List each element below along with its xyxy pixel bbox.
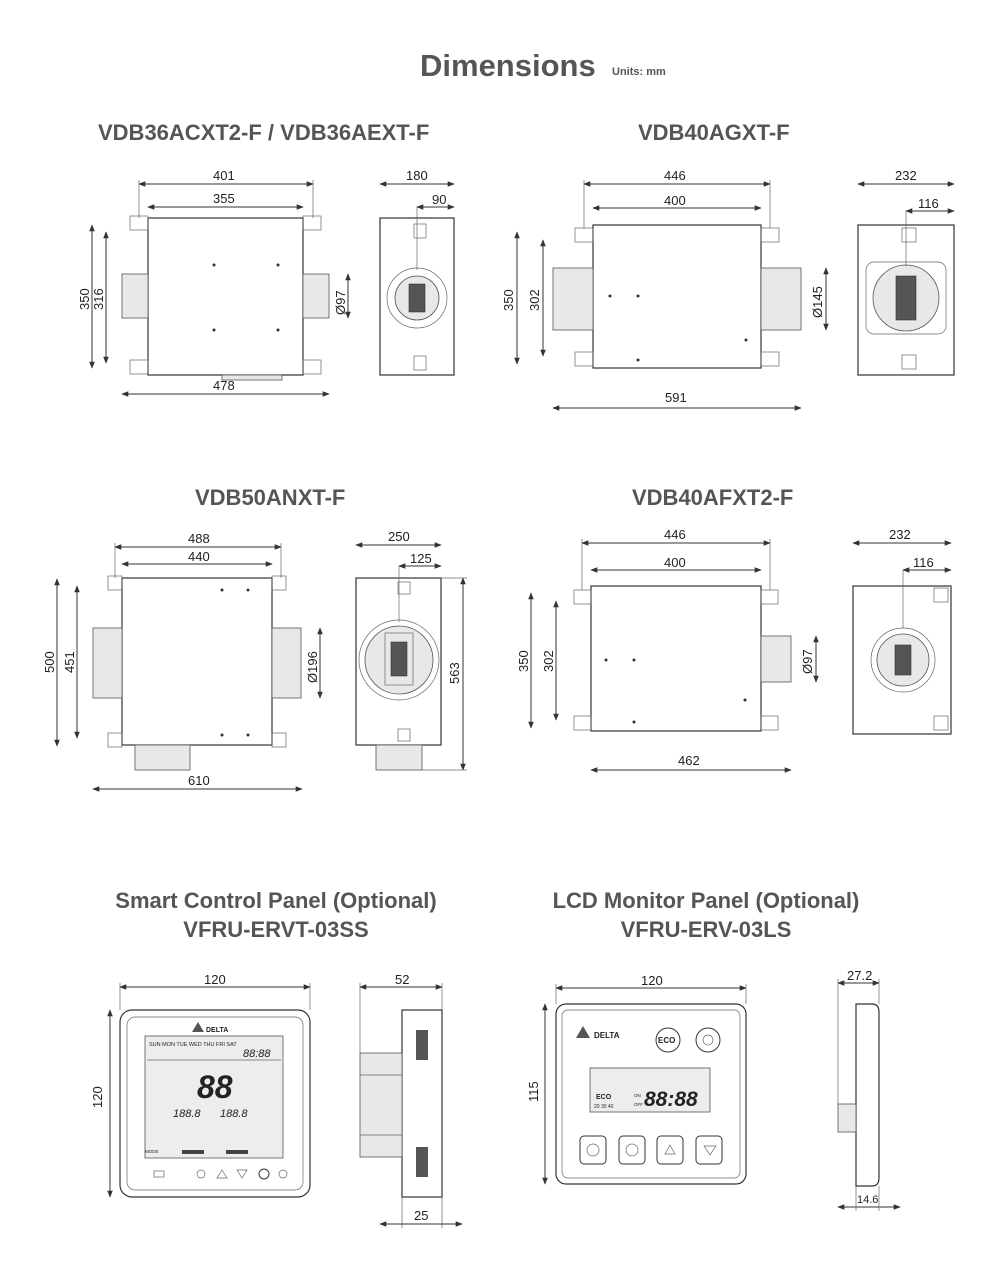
lcd-dim-depth-small: 14.6 (857, 1194, 878, 1206)
model-title-4: VDB40AFXT2-F (632, 485, 794, 510)
timer-icon (625, 1143, 639, 1157)
model-title-1: VDB36ACXT2-F / VDB36AEXT-F (98, 120, 430, 145)
lcd-panel-line1: LCD Monitor Panel (Optional) (552, 888, 860, 913)
m2-dim-h-outer: 350 (501, 289, 516, 311)
smart-dim-depth-small: 25 (414, 1208, 428, 1223)
model-title-2: VDB40AGXT-F (638, 120, 790, 145)
m1-dim-half: 90 (432, 192, 446, 207)
smart-panel-line1: Smart Control Panel (Optional) (115, 888, 437, 913)
smart-panel-line2: VFRU-ERVT-03SS (183, 917, 369, 942)
model3-front-view: 488 440 500 451 610 Ø196 (42, 531, 323, 792)
smart-right-value: 188.8 (220, 1108, 248, 1120)
m2-dim-w-inner: 400 (664, 193, 686, 208)
up-arrow-icon (664, 1144, 676, 1155)
lcd-power-button[interactable] (695, 1027, 721, 1053)
down-arrow-icon (703, 1145, 717, 1156)
m4-dim-total: 462 (678, 753, 700, 768)
model1-side-view: 180 90 (379, 168, 455, 376)
model4-side-view: 232 116 (852, 527, 952, 735)
lcd-on: ON (634, 1093, 641, 1098)
model2-side-view: 232 116 (857, 168, 955, 376)
m1-dim-h-outer: 350 (77, 288, 92, 310)
m1-dim-w-inner: 355 (213, 191, 235, 206)
lcd-panel-side: 27.2 14.6 (837, 968, 901, 1211)
m2-dim-w-outer: 446 (664, 168, 686, 183)
gear-icon (586, 1143, 600, 1157)
smart-clock: 88:88 (243, 1048, 271, 1060)
m4-dim-half: 116 (913, 555, 934, 570)
smart-dim-width: 120 (204, 972, 226, 987)
lcd-panel-line2: VFRU-ERV-03LS (620, 917, 792, 942)
lcd-delta-logo-icon (576, 1026, 590, 1038)
page-title: Dimensions (420, 48, 596, 83)
m1-dim-h-inner: 316 (91, 288, 106, 310)
m1-dim-w-outer: 401 (213, 168, 235, 183)
lcd-dim-depth: 27.2 (847, 968, 872, 983)
smart-mode-label: MODE (145, 1149, 159, 1154)
m1-dim-duct: Ø97 (333, 290, 348, 315)
smart-indicator (278, 1169, 288, 1179)
smart-dim-depth: 52 (395, 972, 409, 987)
lcd-dim-width: 120 (641, 973, 663, 988)
lcd-brand: DELTA (594, 1031, 620, 1040)
m2-dim-h-inner: 302 (527, 289, 542, 311)
m3-dim-duct: Ø196 (305, 651, 320, 683)
smart-panel-front: DELTA SUN MON TUE WED THU FRI SAT 88:88 … (90, 972, 311, 1198)
lcd-speeds: 20 30 40 (594, 1104, 614, 1110)
smart-days: SUN MON TUE WED THU FRI SAT (149, 1042, 237, 1048)
model1-front-view: 401 355 350 316 478 Ø97 (77, 168, 351, 397)
model-title-3: VDB50ANXT-F (195, 485, 346, 510)
smart-panel-title: Smart Control Panel (Optional) VFRU-ERVT… (98, 886, 454, 944)
smart-dim-height: 120 (90, 1086, 105, 1108)
lcd-down-button[interactable] (695, 1135, 723, 1165)
power-icon (702, 1034, 714, 1046)
m3-dim-h-inner: 451 (62, 651, 77, 673)
smart-panel-side: 52 25 (359, 972, 463, 1228)
m3-dim-total: 610 (188, 773, 210, 788)
m3-dim-h-outer: 500 (42, 651, 57, 673)
lcd-dim-height: 115 (526, 1081, 541, 1102)
model4-front-view: 446 400 350 302 462 Ø97 (516, 527, 819, 773)
lcd-panel-front: DELTA ECO ECO 20 30 40 ON OFF 88:88 120 … (526, 973, 747, 1185)
delta-logo-icon (192, 1022, 204, 1032)
m3-dim-half: 125 (410, 551, 432, 566)
m2-dim-half: 116 (918, 196, 939, 211)
lcd-settings-button[interactable] (579, 1135, 607, 1165)
smart-power-button[interactable] (258, 1168, 270, 1180)
m2-dim-total: 591 (665, 390, 687, 405)
lcd-panel-title: LCD Monitor Panel (Optional) VFRU-ERV-03… (530, 886, 882, 944)
smart-big-digits: 88 (197, 1069, 233, 1105)
m4-dim-depth: 232 (889, 527, 911, 542)
m3-dim-w-inner: 440 (188, 549, 210, 564)
smart-up-button[interactable] (216, 1169, 228, 1179)
lcd-clock: 88:88 (644, 1088, 698, 1111)
lcd-eco-lcd: ECO (596, 1094, 612, 1101)
m2-dim-depth: 232 (895, 168, 917, 183)
m3-dim-depth: 250 (388, 529, 410, 544)
lcd-up-button[interactable] (656, 1135, 684, 1165)
model2-front-view: 446 400 350 302 591 Ø145 (501, 168, 829, 411)
lcd-eco-button[interactable] (655, 1027, 681, 1053)
lcd-timer-button[interactable] (618, 1135, 646, 1165)
smart-menu-button[interactable] (153, 1170, 165, 1178)
m4-dim-w-outer: 446 (664, 527, 686, 542)
smart-left-value: 188.8 (173, 1108, 201, 1120)
model3-side-view: 250 125 563 (355, 529, 467, 771)
smart-clock-button[interactable] (196, 1169, 206, 1179)
m4-dim-h-inner: 302 (541, 650, 556, 672)
lcd-off: OFF (634, 1102, 643, 1107)
m2-dim-duct: Ø145 (810, 286, 825, 318)
m3-dim-side-h: 563 (447, 662, 462, 684)
m1-dim-depth: 180 (406, 168, 428, 183)
m3-dim-w-outer: 488 (188, 531, 210, 546)
units-label: Units: mm (612, 66, 666, 78)
smart-brand: DELTA (206, 1027, 228, 1034)
lcd-eco-label: ECO (658, 1036, 675, 1045)
m4-dim-duct: Ø97 (800, 649, 815, 674)
m4-dim-h-outer: 350 (516, 650, 531, 672)
m4-dim-w-inner: 400 (664, 555, 686, 570)
smart-down-button[interactable] (236, 1169, 248, 1179)
m1-dim-total: 478 (213, 378, 235, 393)
